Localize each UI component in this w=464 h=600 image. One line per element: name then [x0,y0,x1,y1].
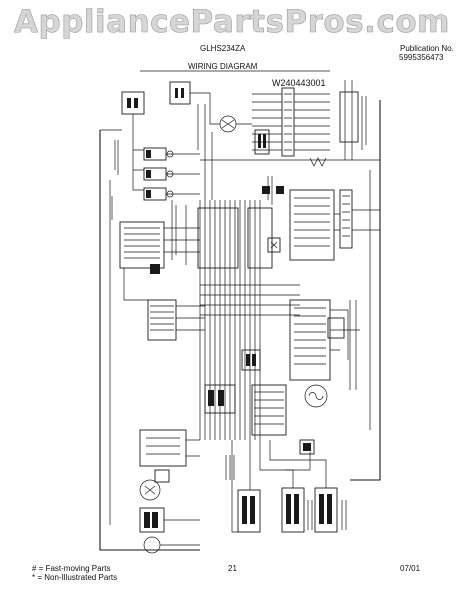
lower-relay-row [231,440,338,533]
lower-left-components [139,429,200,554]
sensor-group [121,91,200,201]
legend-non-illustrated: * = Non-Illustrated Parts [32,573,118,582]
main-harness-bus [197,200,300,440]
publication-number: 5995356473 [399,53,444,62]
diagram-code: W240443001 [272,78,326,88]
watermark-logo: AppliancePartsPros.com [14,4,450,41]
legend-fast-moving: # = Fast-moving Parts [32,564,111,573]
right-control-board [262,186,380,455]
publication-date: 07/01 [400,564,421,573]
page-number: 21 [228,564,237,573]
terminal-strip-top [252,80,359,167]
left-control-block [119,221,205,341]
label-strokes [111,96,367,530]
model-number: GLHS234ZA [200,44,246,53]
page-title: WIRING DIAGRAM [188,62,258,71]
trunk-wiring [99,100,381,551]
door-switch-light [169,81,252,200]
publication-label: Publication No. [400,44,454,53]
